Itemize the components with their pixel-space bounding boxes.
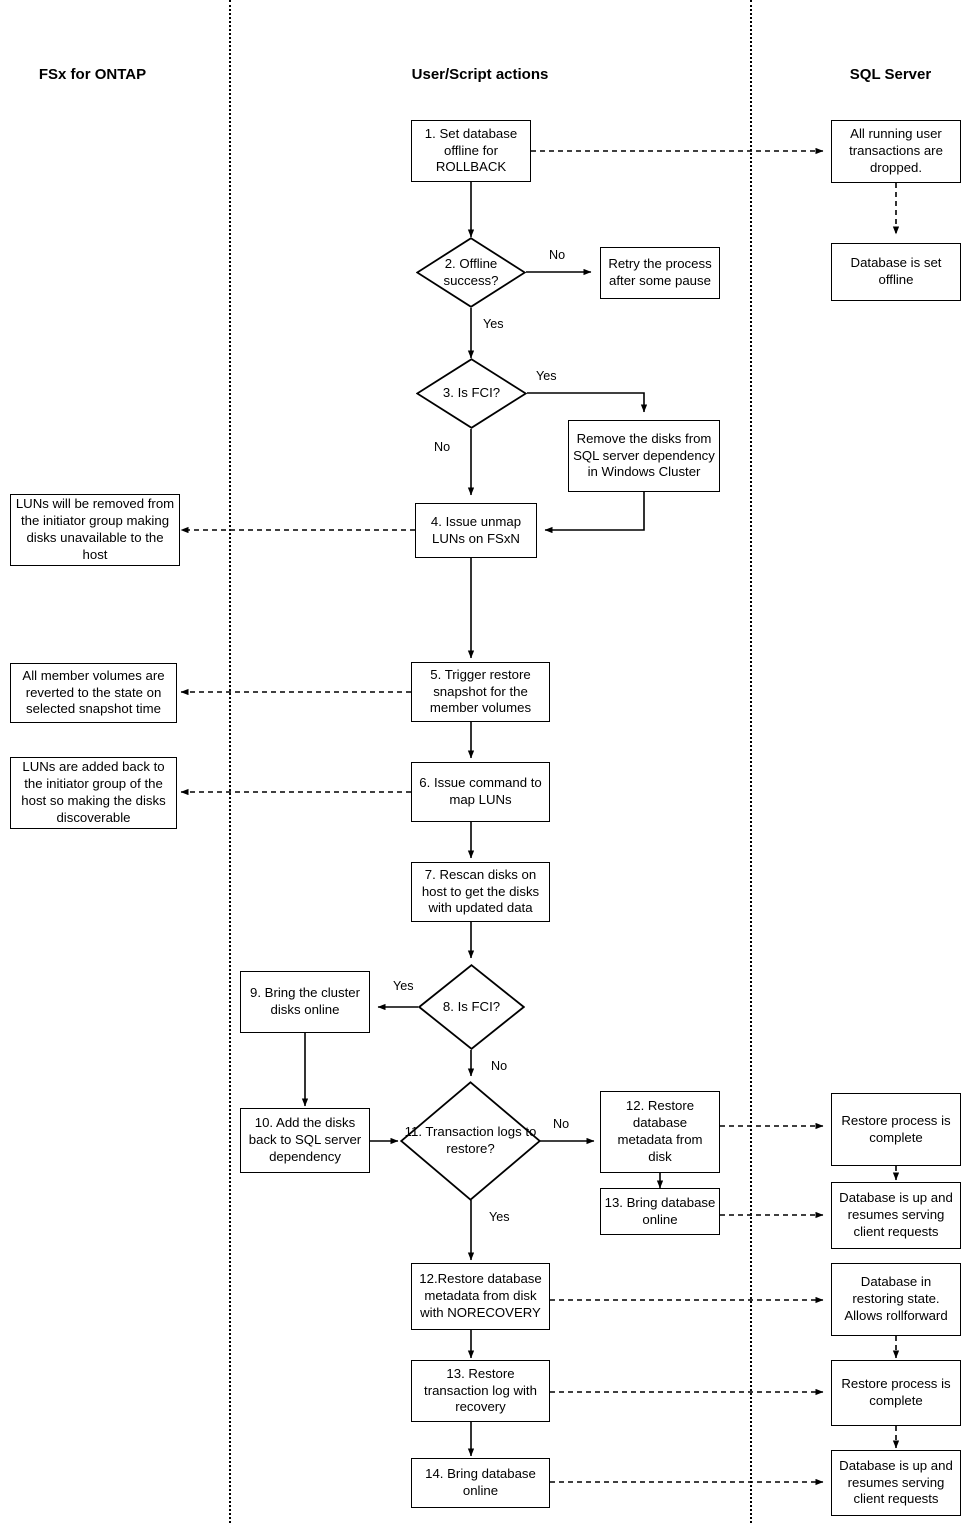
- node-label: 13. Restore transaction log with recover…: [424, 1365, 537, 1415]
- node-bring-database-online-14[interactable]: 14. Bring database online: [411, 1458, 550, 1508]
- node-label: 13. Bring database online: [604, 1194, 716, 1227]
- node-member-volumes-reverted[interactable]: All member volumes are reverted to the s…: [10, 663, 177, 723]
- lane-title-sql: SQL Server: [849, 66, 932, 83]
- node-label: Database is up and resumes serving clien…: [839, 1190, 953, 1239]
- node-label: Restore process is complete: [841, 1376, 951, 1408]
- node-label: 14. Bring database online: [425, 1466, 536, 1498]
- node-remove-disks-dependency[interactable]: Remove the disks from SQL server depende…: [568, 420, 720, 492]
- node-label: 1. Set database offline for ROLLBACK: [424, 125, 518, 175]
- node-restore-transaction-log[interactable]: 13. Restore transaction log with recover…: [411, 1360, 550, 1422]
- node-database-restoring-state[interactable]: Database in restoring state. Allows roll…: [831, 1263, 961, 1336]
- node-transaction-logs-decision[interactable]: 11. Transaction logs to restore?: [400, 1081, 541, 1201]
- diamond-shape: [416, 358, 527, 429]
- node-label: All member volumes are reverted to the s…: [22, 667, 165, 717]
- swimlane-divider-fsx-user: [229, 0, 231, 1523]
- node-label: Restore process is complete: [841, 1112, 951, 1145]
- lane-title-fsx: FSx for ONTAP: [38, 66, 147, 83]
- node-set-database-offline[interactable]: 1. Set database offline for ROLLBACK: [411, 120, 531, 182]
- node-is-fci-decision-8[interactable]: 8. Is FCI?: [418, 964, 525, 1050]
- node-database-up-serving-2[interactable]: Database is up and resumes serving clien…: [831, 1450, 961, 1516]
- node-offline-success-decision[interactable]: 2. Offline success?: [416, 237, 526, 308]
- node-luns-removed-initiator-group[interactable]: LUNs will be removed from the initiator …: [10, 494, 180, 566]
- node-label: 9. Bring the cluster disks online: [250, 985, 360, 1017]
- node-label: 12. Restore database metadata from disk: [617, 1098, 703, 1164]
- edge-label-fci8-yes: Yes: [391, 979, 416, 993]
- node-restore-metadata-norecovery[interactable]: 12.Restore database metadata from disk w…: [411, 1263, 550, 1330]
- node-issue-unmap-luns[interactable]: 4. Issue unmap LUNs on FSxN: [415, 503, 537, 558]
- node-is-fci-decision-3[interactable]: 3. Is FCI?: [416, 358, 527, 429]
- node-label: 6. Issue command to map LUNs: [419, 775, 542, 807]
- node-restore-metadata-from-disk[interactable]: 12. Restore database metadata from disk: [600, 1091, 720, 1173]
- node-label: Database is set offline: [850, 255, 942, 287]
- node-restore-process-complete-1[interactable]: Restore process is complete: [831, 1093, 961, 1166]
- node-label: LUNs are added back to the initiator gro…: [21, 759, 166, 825]
- node-trigger-restore-snapshot[interactable]: 5. Trigger restore snapshot for the memb…: [411, 662, 550, 722]
- lane-title-user: User/Script actions: [411, 66, 549, 83]
- node-bring-database-online-13a[interactable]: 13. Bring database online: [600, 1188, 720, 1235]
- node-bring-cluster-disks-online[interactable]: 9. Bring the cluster disks online: [240, 971, 370, 1033]
- node-label: 11. Transaction logs to restore?: [404, 1124, 537, 1156]
- node-label: 5. Trigger restore snapshot for the memb…: [429, 666, 532, 716]
- node-label: All running user transactions are droppe…: [849, 126, 943, 175]
- node-label: 2. Offline success?: [443, 255, 499, 288]
- node-label: 10. Add the disks back to SQL server dep…: [248, 1115, 362, 1164]
- swimlane-divider-user-sql: [750, 0, 752, 1523]
- node-luns-added-back[interactable]: LUNs are added back to the initiator gro…: [10, 757, 177, 829]
- edge-label-fci3-yes: Yes: [534, 369, 559, 383]
- edge-label-offline-no: No: [547, 248, 568, 262]
- node-label: 12.Restore database metadata from disk w…: [419, 1271, 542, 1320]
- diamond-shape: [400, 1081, 541, 1201]
- node-label: Database in restoring state. Allows roll…: [844, 1274, 948, 1323]
- node-database-set-offline[interactable]: Database is set offline: [831, 243, 961, 301]
- diamond-shape: [416, 237, 526, 308]
- node-label: Retry the process after some pause: [608, 256, 712, 288]
- edge-label-offline-yes: Yes: [481, 317, 506, 331]
- node-label: 7. Rescan disks on host to get the disks…: [421, 866, 540, 916]
- node-label: 3. Is FCI?: [442, 385, 501, 401]
- edge-label-translogs-no: No: [551, 1117, 572, 1131]
- node-label: 4. Issue unmap LUNs on FSxN: [430, 513, 522, 546]
- node-restore-process-complete-2[interactable]: Restore process is complete: [831, 1360, 961, 1426]
- edge-label-fci8-no: No: [489, 1059, 510, 1073]
- node-label: Database is up and resumes serving clien…: [839, 1457, 953, 1507]
- node-add-disks-back-dependency[interactable]: 10. Add the disks back to SQL server dep…: [240, 1108, 370, 1173]
- node-transactions-dropped[interactable]: All running user transactions are droppe…: [831, 120, 961, 183]
- node-map-luns[interactable]: 6. Issue command to map LUNs: [411, 762, 550, 822]
- node-rescan-disks[interactable]: 7. Rescan disks on host to get the disks…: [411, 862, 550, 922]
- edge-label-fci3-no: No: [432, 440, 453, 454]
- diamond-shape: [418, 964, 525, 1050]
- edge-label-translogs-yes: Yes: [487, 1210, 512, 1224]
- node-retry-process[interactable]: Retry the process after some pause: [600, 247, 720, 299]
- node-label: LUNs will be removed from the initiator …: [15, 496, 175, 562]
- node-label: 8. Is FCI?: [442, 998, 501, 1014]
- node-database-up-serving-1[interactable]: Database is up and resumes serving clien…: [831, 1182, 961, 1249]
- node-label: Remove the disks from SQL server depende…: [573, 430, 715, 480]
